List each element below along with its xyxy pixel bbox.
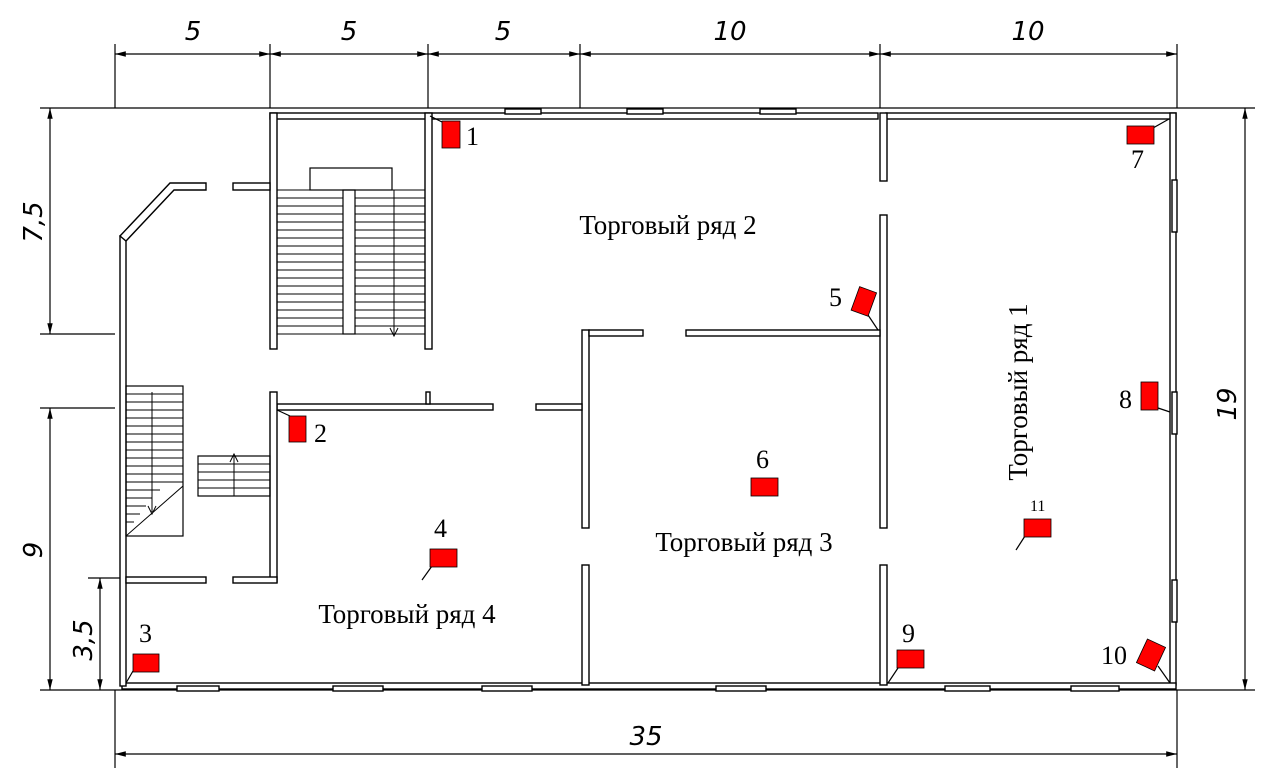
camera-1-icon bbox=[441, 120, 461, 149]
camera-4[interactable]: 4 bbox=[421, 514, 458, 581]
camera-3-icon bbox=[132, 653, 160, 673]
camera-6-icon bbox=[750, 477, 779, 497]
camera-3-label: 3 bbox=[139, 619, 152, 648]
dim-top-1: 5 bbox=[185, 17, 202, 47]
dim-bottom: 35 bbox=[629, 722, 662, 752]
dimension-lines bbox=[40, 44, 1255, 768]
room-label-2: Торговый ряд 2 bbox=[579, 210, 756, 240]
camera-2-label: 2 bbox=[314, 419, 327, 448]
camera-9-label: 9 bbox=[902, 619, 915, 648]
camera-10-label: 10 bbox=[1101, 641, 1127, 670]
camera-5-label: 5 bbox=[829, 283, 842, 312]
room-label-1: Торговый ряд 1 bbox=[1003, 303, 1033, 480]
camera-4-icon bbox=[429, 548, 458, 568]
camera-10-icon bbox=[1135, 638, 1167, 672]
dim-left-small: 3,5 bbox=[69, 619, 99, 660]
secondary-staircase bbox=[125, 385, 271, 537]
camera-8-icon bbox=[1140, 381, 1159, 411]
room-label-4: Торговый ряд 4 bbox=[318, 599, 496, 629]
dim-top-2: 5 bbox=[341, 17, 358, 47]
dim-left-upper: 7,5 bbox=[19, 201, 49, 242]
camera-2[interactable]: 2 bbox=[276, 409, 327, 448]
dim-top-5: 10 bbox=[1011, 17, 1044, 47]
camera-6-label: 6 bbox=[756, 445, 769, 474]
camera-11[interactable]: 11 bbox=[1015, 498, 1052, 551]
camera-11-icon bbox=[1023, 518, 1052, 538]
camera-1[interactable]: 1 bbox=[429, 115, 479, 151]
camera-5[interactable]: 5 bbox=[829, 283, 879, 331]
dim-right: 19 bbox=[1213, 387, 1243, 420]
camera-1-label: 1 bbox=[466, 122, 479, 151]
dim-top-4: 10 bbox=[713, 17, 746, 47]
camera-3[interactable]: 3 bbox=[125, 619, 160, 684]
camera-7-icon bbox=[1126, 125, 1155, 145]
camera-10[interactable]: 10 bbox=[1101, 638, 1171, 684]
camera-7[interactable]: 7 bbox=[1126, 118, 1170, 174]
room-label-3: Торговый ряд 3 bbox=[655, 527, 832, 557]
camera-11-label: 11 bbox=[1030, 498, 1045, 515]
camera-2-icon bbox=[288, 415, 307, 443]
main-staircase bbox=[277, 167, 425, 338]
camera-8-label: 8 bbox=[1119, 385, 1132, 414]
camera-4-label: 4 bbox=[434, 514, 447, 543]
camera-6[interactable]: 6 bbox=[750, 445, 779, 497]
camera-7-label: 7 bbox=[1131, 145, 1144, 174]
dim-top-3: 5 bbox=[495, 17, 512, 47]
camera-8[interactable]: 8 bbox=[1119, 381, 1171, 414]
camera-9-icon bbox=[896, 649, 925, 669]
interior-walls bbox=[125, 112, 888, 686]
dim-left-lower: 9 bbox=[19, 542, 49, 559]
windows bbox=[176, 108, 1178, 692]
camera-9[interactable]: 9 bbox=[887, 619, 925, 684]
camera-5-icon bbox=[850, 286, 878, 317]
